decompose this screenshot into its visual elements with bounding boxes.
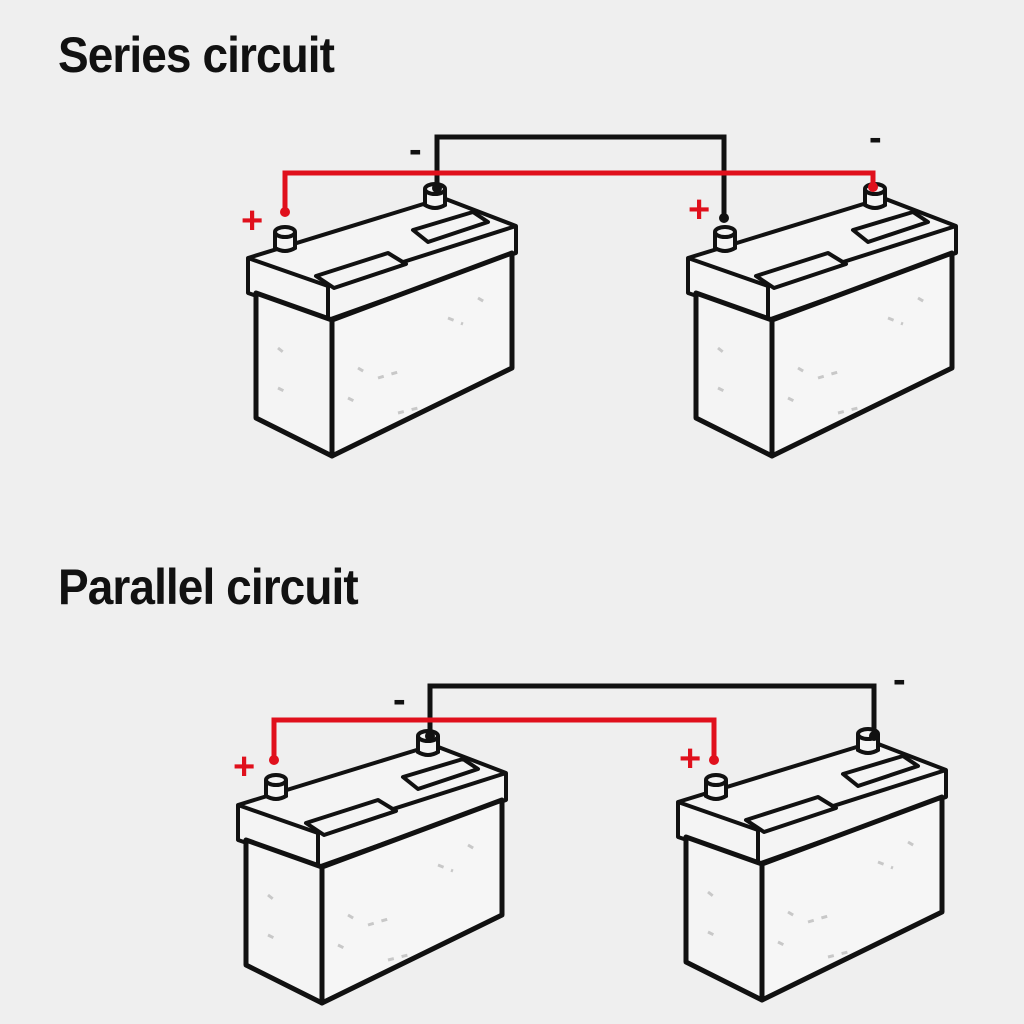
parallel-circuit-title: Parallel circuit	[58, 559, 359, 615]
series-positive-wire	[282, 170, 876, 212]
series-circuit-title: Series circuit	[58, 27, 335, 83]
series-left-negative-label: -	[409, 129, 422, 171]
series-right-negative-label: -	[869, 117, 882, 159]
parallel-right-negative-label: -	[893, 659, 906, 701]
parallel-right-positive-label: +	[679, 738, 701, 780]
parallel-left-negative-label: -	[393, 679, 406, 721]
parallel-negative-wire	[427, 683, 877, 736]
series-right-positive-label: +	[688, 189, 710, 231]
series-left-positive-label: +	[241, 200, 263, 242]
parallel-positive-wire	[271, 717, 717, 760]
parallel-left-positive-label: +	[233, 746, 255, 788]
series-negative-wire	[434, 134, 727, 218]
